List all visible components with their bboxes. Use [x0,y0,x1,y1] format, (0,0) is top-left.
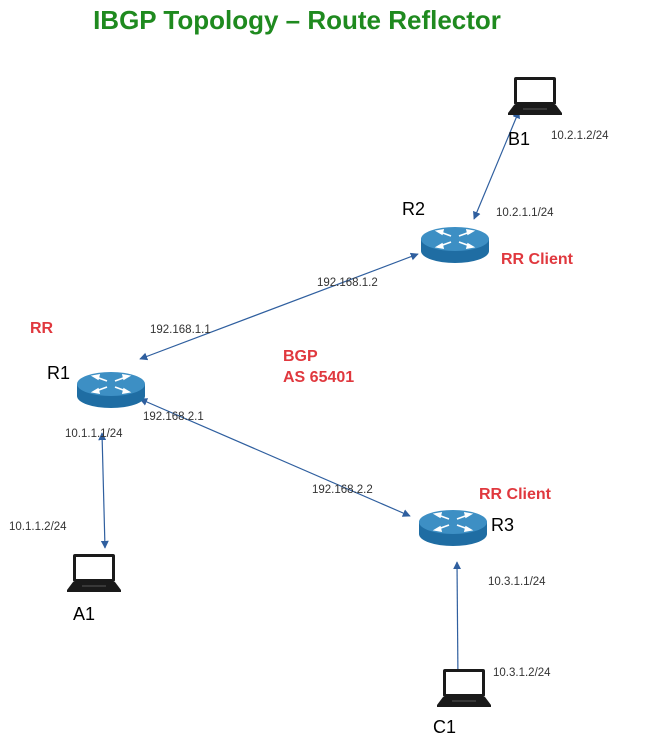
router-r2-label: R2 [402,199,425,219]
link-r1-r2 [139,252,419,361]
ip-r3-wan: 192.168.2.2 [312,484,373,496]
as-number-label: AS 65401 [283,369,354,386]
router-r1: R1 [47,363,146,409]
router-icon [420,226,490,264]
role-r2-label: RR Client [501,251,574,268]
link-r3-c1 [453,561,462,683]
host-c1: C1 [433,668,492,737]
router-icon [418,509,488,547]
router-r3-label: R3 [491,515,514,535]
router-r1-label: R1 [47,363,70,383]
host-b1-label: B1 [508,129,530,149]
ip-r3-lan: 10.3.1.1/24 [488,576,546,588]
ip-b1-host: 10.2.1.2/24 [551,130,609,142]
host-c1-label: C1 [433,717,456,737]
role-r1-label: RR [30,320,54,337]
laptop-icon [507,76,563,116]
ip-a1-host: 10.1.1.2/24 [9,521,67,533]
ip-r1-wan-r3: 192.168.2.1 [143,411,204,423]
role-r3-label: RR Client [479,486,552,503]
ip-c1-host: 10.3.1.2/24 [493,667,551,679]
link-r2-b1 [473,110,520,220]
laptop-icon [436,668,492,708]
router-r2: R2 [402,199,490,264]
ip-r1-wan-r2: 192.168.1.1 [150,324,211,336]
router-r3: R3 [418,509,514,547]
laptop-icon [66,553,122,593]
router-icon [76,371,146,409]
host-a1-label: A1 [73,604,95,624]
link-r1-a1 [98,432,109,549]
ip-r2-wan: 192.168.1.2 [317,277,378,289]
host-a1: A1 [66,553,122,624]
host-b1: B1 [507,76,563,149]
link-r1-r3 [139,398,411,517]
bgp-label: BGP [283,348,318,365]
ip-r1-lan: 10.1.1.1/24 [65,428,123,440]
ip-r2-lan: 10.2.1.1/24 [496,207,554,219]
page-title: IBGP Topology – Route Reflector [93,5,501,35]
